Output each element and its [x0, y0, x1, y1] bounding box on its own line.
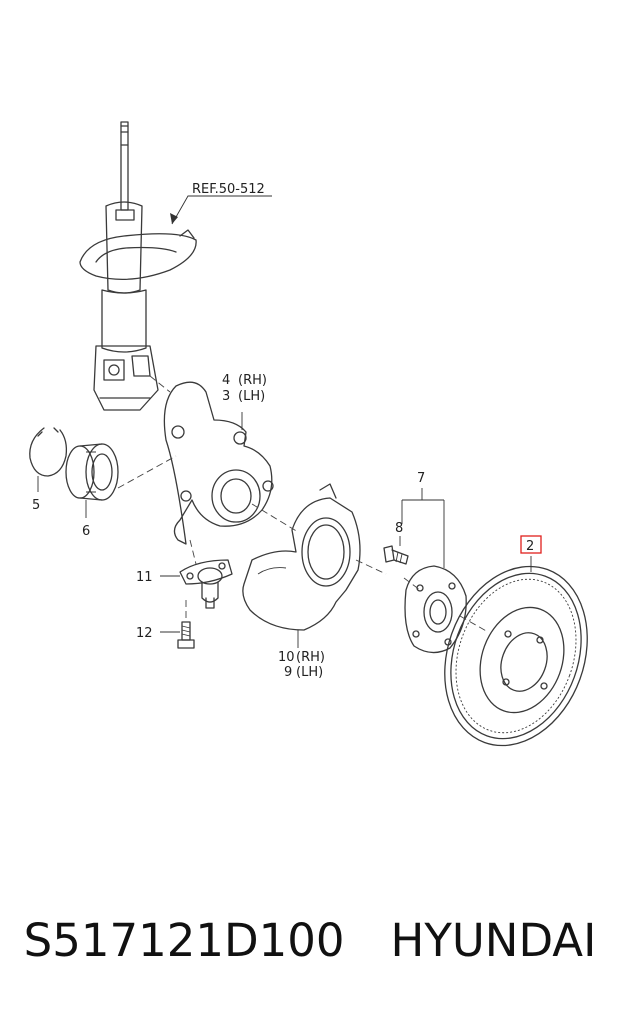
callout-2-highlight-box [520, 535, 542, 554]
ball-joint: 11 [136, 559, 233, 609]
reference-callout: REF.50-512 [170, 182, 272, 225]
callout-10-side: (RH) [296, 650, 325, 665]
steering-knuckle: 4 (RH) 3 (LH) [163, 373, 274, 545]
dust-cover: 10 (RH) 9 (LH) [242, 483, 361, 680]
callout-12-number: 12 [136, 626, 153, 641]
callout-4-number: 4 [222, 373, 230, 388]
assembly-lines [117, 375, 489, 633]
callout-11-number: 11 [136, 570, 153, 585]
callout-3-number: 3 [222, 389, 230, 404]
part-footer: S517121D100 HYUNDAI [0, 905, 620, 975]
callout-3-side: (LH) [238, 389, 265, 404]
reference-label: REF.50-512 [192, 182, 265, 197]
brand-name: HYUNDAI [390, 913, 597, 967]
callout-9-side: (LH) [296, 665, 323, 680]
hub-bolt: 8 [383, 521, 409, 565]
mounting-bolt: 12 [136, 621, 195, 649]
brake-disc: 2 [444, 535, 588, 747]
callout-7-number: 7 [417, 471, 425, 486]
callout-6-number: 6 [82, 524, 90, 539]
front-suspension-exploded-diagram: REF.50-512 4 (RH) 3 (LH) 5 6 [29, 121, 588, 747]
wheel-bearing: 6 [65, 443, 119, 539]
callout-9-number: 9 [284, 665, 292, 680]
callout-5-number: 5 [32, 498, 40, 513]
callout-4-side: (RH) [238, 373, 267, 388]
callout-8-number: 8 [395, 521, 403, 536]
part-number: S517121D100 [23, 913, 345, 967]
strut-assembly [79, 121, 197, 411]
callout-10-number: 10 [278, 650, 295, 665]
snap-ring: 5 [29, 427, 68, 513]
callout-2-number: 2 [526, 539, 534, 554]
wheel-hub: 7 [401, 471, 467, 654]
